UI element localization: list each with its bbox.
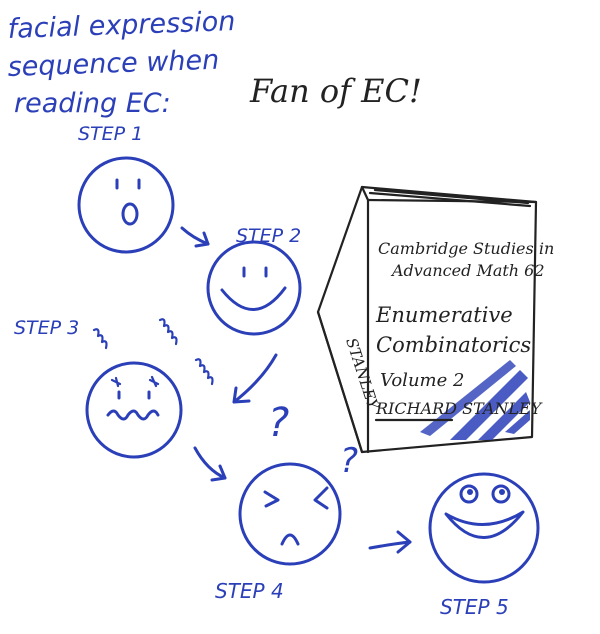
book-series-line-2: Advanced Math 62 xyxy=(390,261,545,280)
distressed-face-icon xyxy=(85,318,214,459)
delighted-face-icon xyxy=(428,472,540,584)
arrow-step4-to-step5-icon xyxy=(368,530,412,554)
fan-note: Fan of EC! xyxy=(249,72,422,110)
surprised-face-icon xyxy=(77,156,175,254)
step-1-label: STEP 1 xyxy=(78,123,143,145)
step-5-label: STEP 5 xyxy=(440,595,509,619)
arrow-step3-to-step4-icon xyxy=(193,446,227,482)
question-mark-1: ? xyxy=(268,400,289,446)
step-4-label: STEP 4 xyxy=(215,579,284,603)
book-series-line-1: Cambridge Studies in xyxy=(378,239,554,258)
book-volume: Volume 2 xyxy=(380,370,464,391)
step-3-label: STEP 3 xyxy=(14,317,79,339)
header-line-3: reading EC: xyxy=(14,88,171,119)
header-line-2: sequence when xyxy=(7,45,220,83)
book-title-line-1: Enumerative xyxy=(375,303,513,327)
book-title-line-2: Combinatorics xyxy=(376,333,531,357)
arrow-step2-to-step3-icon xyxy=(232,353,278,404)
header-line-1: facial expression xyxy=(7,6,236,45)
book-author: RICHARD STANLEY xyxy=(375,399,543,418)
arrow-step1-to-step2-icon xyxy=(180,226,210,248)
question-mark-2: ? xyxy=(340,441,358,481)
confused-face-icon xyxy=(238,462,342,566)
book-illustration xyxy=(316,185,538,454)
smiling-face-icon xyxy=(206,240,302,336)
